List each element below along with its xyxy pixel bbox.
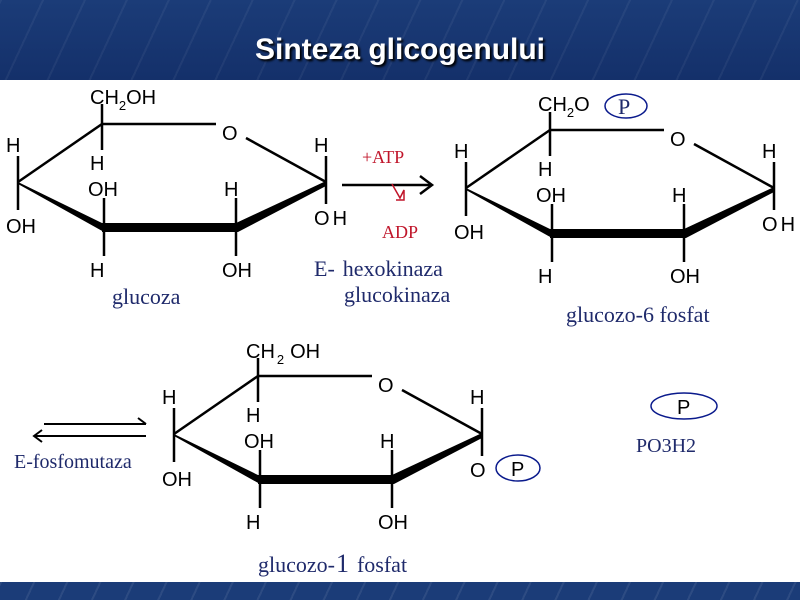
glucose-oh-c2: OH [222,260,252,282]
g1p-wedge-left [174,434,260,484]
g6p-h-c1: H [762,141,776,163]
g6p-wedge-bottom [550,229,686,238]
g6p-oh-c4: OH [454,222,484,244]
g6p-oh-c3: OH [536,185,566,207]
atp-label: +ATP [362,147,404,167]
g6p-h-bottom: H [538,266,552,288]
legend-formula: PO3H2 [636,435,696,457]
g6p-label: glucozo-6 fosfat [566,302,710,327]
enzyme-hexokinase: E-hexokinaza [314,256,443,281]
slide-title: Sinteza glicogenului [254,33,546,66]
g6p-h-c4: H [454,141,468,163]
g1p-phosphate-ellipse [495,454,541,482]
g1p-h-c5: H [246,405,260,427]
g1p-o-c1: O [470,460,486,482]
g6p-ring-bond [693,142,775,190]
forward-arrow-head [419,175,435,195]
legend-phosphate-ellipse [650,392,718,420]
equilibrium-arrow-back-head [32,429,43,443]
g1p-oh-c4: OH [162,469,192,491]
g6p-oh-c2: OH [670,266,700,288]
glucose-label: glucoza [112,284,181,309]
glucose-h-c1: H [314,135,328,157]
glucose-ring-oxygen: O [222,123,238,145]
glucose-oh-c3: OH [88,179,118,201]
phosphate-legend: P PO3H2 [636,392,718,457]
g6p-phosphate: P [618,94,630,119]
glucose-ring-bond [245,136,327,184]
g1p-oh-c3: OH [244,431,274,453]
reaction-2: E-fosfomutaza [14,417,147,473]
glucose-oh-c4: OH [6,216,36,238]
g6p-h-c2: H [672,185,686,207]
slide-header [0,0,800,80]
glucose-h-bottom: H [90,260,104,282]
g6p-h-c5: H [538,159,552,181]
g6p-ch2o: CH2O [538,94,590,120]
g6p-wedge-left [466,188,552,238]
g1p-ring-bond [173,374,259,436]
g1p-h-bottom: H [246,512,260,534]
glucose-h-c4: H [6,135,20,157]
g1p-ring-bond [401,388,483,436]
g1p-wedge-bottom [258,475,394,484]
equilibrium-arrow-forward-head [137,417,147,425]
adp-label: ADP [382,222,418,242]
legend-phosphate: P [677,397,690,419]
enzyme-phosphomutase: E-fosfomutaza [14,451,132,473]
g6p-ring-oxygen: O [670,129,686,151]
g6p-phosphate-ellipse [604,93,648,119]
glucose-ring-bond [17,122,103,184]
reaction-1: +ATP ADP E-hexokinaza glucokinaza [314,147,451,307]
g1p-h-c4: H [162,387,176,409]
glucose-wedge-left [18,182,104,232]
glucose-ch2oh: CH2OH [90,87,156,113]
slide-footer [0,582,800,600]
g1p-h-c2: H [380,431,394,453]
g6p-ring-bond [465,128,551,190]
g1p-oh-c2: OH [378,512,408,534]
adp-release-arrow [391,183,405,201]
g1p-phosphate: P [511,459,524,481]
g1p-ring-oxygen: O [378,375,394,397]
glucose-wedge-bottom [102,223,238,232]
enzyme-glucokinase: glucokinaza [344,282,451,307]
glucose-h-c5: H [90,153,104,175]
glucose-wedge-right [236,181,326,232]
g1p-wedge-right [392,433,482,484]
glucose-h-c2: H [224,179,238,201]
g1p-h-c1: H [470,387,484,409]
g6p-wedge-right [684,187,774,238]
